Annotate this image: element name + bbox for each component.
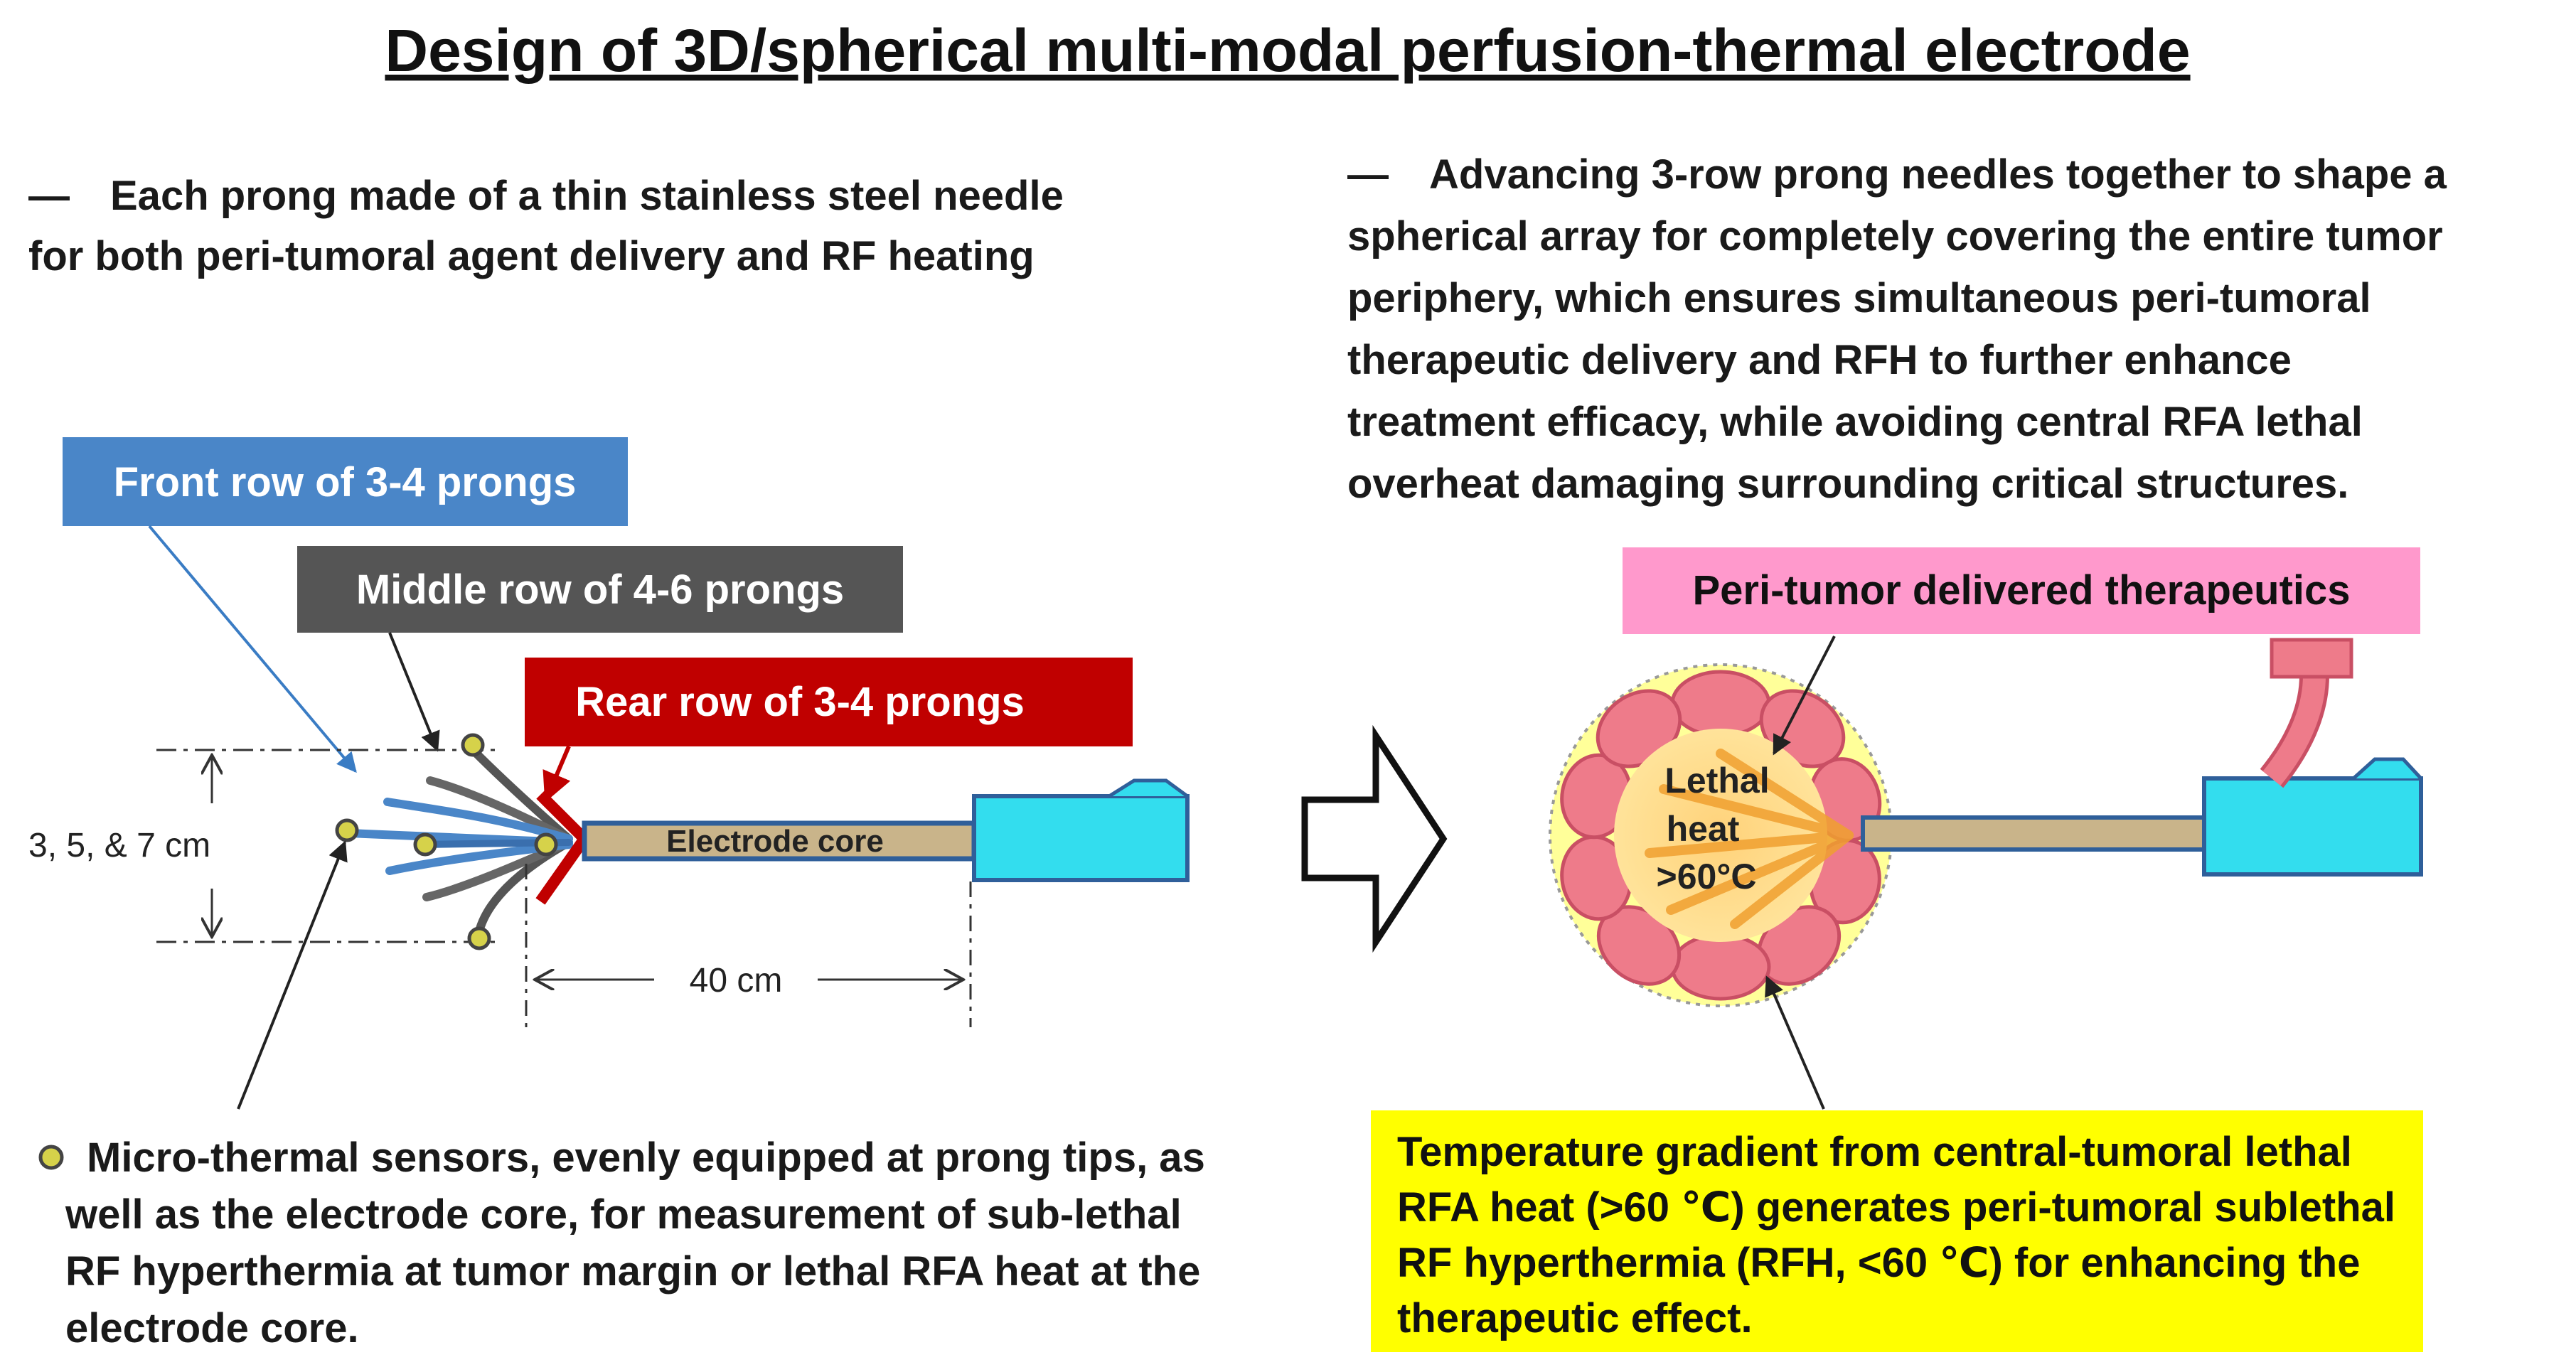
right-desc-line-1: Advancing 3-row prong needles together t… (1429, 151, 2447, 198)
length-label: 40 cm (690, 962, 783, 999)
page-title: Design of 3D/spherical multi-modal perfu… (385, 17, 2190, 84)
thermal-sensors (335, 733, 558, 950)
sensor-dot (461, 733, 485, 757)
electrode-core-label: Electrode core (666, 824, 884, 859)
sensor-dot (534, 832, 558, 857)
transition-arrow (1301, 724, 1448, 953)
sensor-note-line-1: Micro-thermal sensors, evenly equipped a… (87, 1135, 1205, 1181)
gradient-pointer (1765, 975, 1825, 1110)
diameter-dimension: 3, 5, & 7 cm (28, 749, 498, 943)
sensor-dot (413, 832, 437, 857)
front-row-label-text: Front row of 3-4 prongs (114, 459, 577, 505)
gradient-note-line-3: RF hyperthermia (RFH, <60 ℃) for enhanci… (1397, 1240, 2360, 1286)
right-desc-line-2: spherical array for completely covering … (1347, 213, 2443, 259)
middle-row-label: Middle row of 4-6 prongs (297, 546, 903, 633)
left-desc-line-2: for both peri-tumoral agent delivery and… (28, 233, 1035, 279)
electrode-core: Electrode core (582, 820, 977, 862)
sensor-legend-dot (38, 1145, 64, 1170)
length-dimension: 40 cm (525, 864, 972, 1027)
electrode-handle (972, 778, 1190, 882)
rear-row-pointer (543, 745, 571, 803)
lethal-heat-line-1: Lethal (1664, 761, 1769, 800)
right-desc-line-5: treatment efficacy, while avoiding centr… (1347, 399, 2363, 445)
gradient-note-line-2: RFA heat (>60 ℃) generates peri-tumoral … (1397, 1184, 2395, 1231)
sensor-pointer (237, 840, 348, 1110)
sensor-note: Micro-thermal sensors, evenly equipped a… (38, 1135, 1205, 1351)
left-desc-dash: — (28, 173, 70, 219)
right-desc-line-4: therapeutic delivery and RFH to further … (1347, 337, 2292, 383)
left-description: — Each prong made of a thin stainless st… (28, 173, 1064, 279)
left-desc-line-1: Each prong made of a thin stainless stee… (110, 173, 1064, 219)
sensor-dot (467, 926, 491, 950)
right-description: — Advancing 3-row prong needles together… (1347, 151, 2447, 507)
deployed-handle (2202, 757, 2423, 877)
gradient-note-line-1: Temperature gradient from central-tumora… (1397, 1129, 2352, 1175)
front-row-label: Front row of 3-4 prongs (63, 437, 628, 526)
rear-row-label: Rear row of 3-4 prongs (525, 658, 1133, 746)
sensor-note-line-4: electrode core. (65, 1305, 359, 1351)
infusion-tube (2260, 638, 2353, 788)
lethal-heat-line-3: >60°C (1657, 857, 1757, 896)
heat-rays (1645, 749, 1854, 929)
peri-tumor-pointer (1773, 636, 1836, 756)
rear-row-label-text: Rear row of 3-4 prongs (575, 679, 1025, 725)
sensor-note-line-3: RF hyperthermia at tumor margin or letha… (65, 1248, 1200, 1295)
right-desc-line-3: periphery, which ensures simultaneous pe… (1347, 275, 2371, 321)
diameter-label: 3, 5, & 7 cm (28, 827, 210, 864)
gradient-note: Temperature gradient from central-tumora… (1371, 1110, 2423, 1352)
middle-row-label-text: Middle row of 4-6 prongs (356, 567, 844, 613)
sensor-note-line-2: well as the electrode core, for measurem… (65, 1191, 1182, 1238)
middle-row-pointer (388, 632, 440, 752)
right-desc-dash: — (1347, 151, 1389, 198)
peri-tumor-label-text: Peri-tumor delivered therapeutics (1692, 567, 2350, 613)
sensor-dot (335, 818, 359, 842)
gradient-note-line-4: therapeutic effect. (1397, 1295, 1753, 1341)
deployed-electrode-core (1861, 815, 2210, 852)
right-desc-line-6: overheat damaging surrounding critical s… (1347, 461, 2348, 507)
lethal-heat-line-2: heat (1667, 809, 1740, 849)
peri-tumor-label: Peri-tumor delivered therapeutics (1623, 547, 2420, 634)
front-row-pointer (148, 525, 357, 773)
